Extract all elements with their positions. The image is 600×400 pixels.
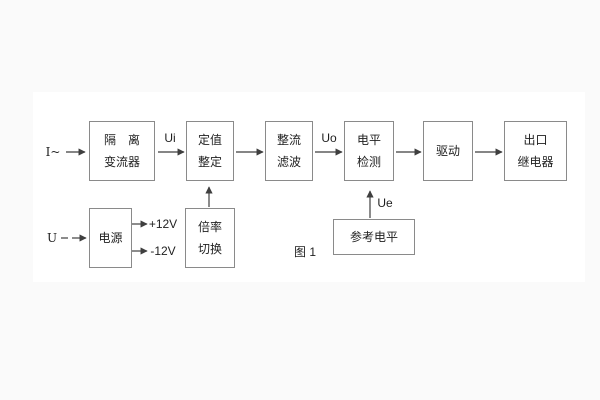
label-ue: Ue — [377, 196, 393, 210]
block-line: 滤波 — [276, 154, 301, 169]
block-line: 电源 — [98, 231, 123, 245]
label-input-voltage: U — [46, 231, 58, 245]
block-line: 倍率 — [197, 220, 222, 235]
block-reference-level: 参考电平 — [333, 219, 415, 255]
label-ui: Ui — [164, 131, 176, 145]
block-rectifier-filter: 整流 滤波 — [265, 121, 313, 181]
block-line: 隔 离 — [103, 133, 140, 148]
block-line: 参考电平 — [349, 230, 398, 244]
block-line: 切换 — [197, 241, 222, 256]
block-line: 电平 — [356, 133, 381, 148]
block-isolation-transformer: 隔 离 变流器 — [89, 121, 155, 181]
label-rail-positive: +12V — [148, 217, 178, 231]
figure-caption: 图 1 — [293, 245, 317, 259]
block-drive: 驱动 — [423, 121, 473, 181]
block-output-relay: 出口 继电器 — [504, 121, 567, 181]
block-setpoint-adjust: 定值 整定 — [186, 121, 234, 181]
block-line: 检测 — [356, 154, 381, 169]
block-line: 整定 — [197, 154, 222, 169]
block-level-detect: 电平 检测 — [344, 121, 394, 181]
block-line: 整流 — [276, 133, 301, 148]
block-line: 驱动 — [435, 144, 460, 158]
block-line: 变流器 — [103, 154, 140, 169]
block-line: 定值 — [197, 133, 222, 148]
block-line: 继电器 — [517, 154, 554, 169]
block-power-supply: 电源 — [89, 208, 132, 268]
block-ratio-switch: 倍率 切换 — [185, 208, 235, 268]
block-line: 出口 — [523, 133, 548, 148]
label-rail-negative: -12V — [150, 244, 176, 258]
label-input-current: I~ — [45, 145, 61, 159]
label-uo: Uo — [321, 131, 337, 145]
